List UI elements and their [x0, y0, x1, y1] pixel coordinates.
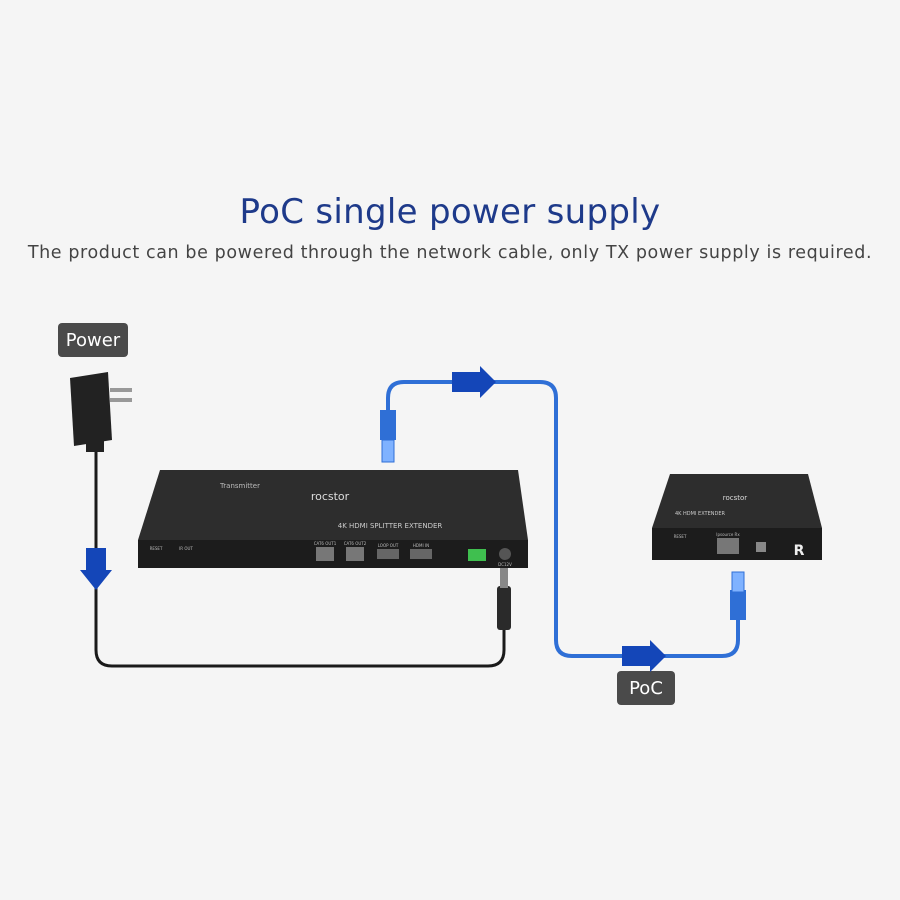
flow-arrow-down-icon — [80, 548, 112, 590]
receiver-model: 4K HDMI EXTENDER — [675, 511, 725, 517]
flow-arrow-right-icon — [452, 366, 496, 398]
port-label-loop-out: LOOP OUT — [378, 543, 399, 548]
network-cable — [386, 380, 740, 658]
flow-arrow-right-icon — [622, 640, 666, 672]
transmitter-brand: rocstor — [311, 490, 350, 503]
rj45-plug-icon — [380, 410, 396, 463]
power-cable — [94, 448, 506, 668]
receiver-brand: rocstor — [723, 494, 748, 502]
port-label-cat6-out1: CAT6 OUT1 — [314, 541, 337, 546]
port-label-cat6-out2: CAT6 OUT2 — [344, 541, 367, 546]
port-label-reset: RESET — [150, 546, 163, 551]
transmitter-model: 4K HDMI SPLITTER EXTENDER — [338, 522, 443, 530]
page-subtitle: The product can be powered through the n… — [27, 243, 873, 263]
port-label-dc12v: DC12V — [498, 562, 512, 567]
dc-plug-icon — [497, 568, 511, 630]
receiver-device — [652, 474, 822, 560]
poc-label: PoC — [617, 671, 675, 705]
rj45-plug-icon — [730, 571, 746, 620]
port-label-ir-out: IR OUT — [179, 546, 193, 551]
port-label-hdmi-in: HDMI IN — [413, 543, 429, 548]
power-adapter-icon — [70, 372, 132, 452]
port-label-rx-reset: RESET — [674, 534, 687, 539]
power-label: Power — [58, 323, 128, 357]
transmitter-device — [138, 470, 528, 568]
port-label-ipsource-rx: Ipsource Rx — [716, 532, 740, 537]
receiver-badge: R — [794, 543, 805, 559]
page-title: PoC single power supply — [239, 192, 661, 232]
transmitter-type: Transmitter — [219, 482, 260, 490]
